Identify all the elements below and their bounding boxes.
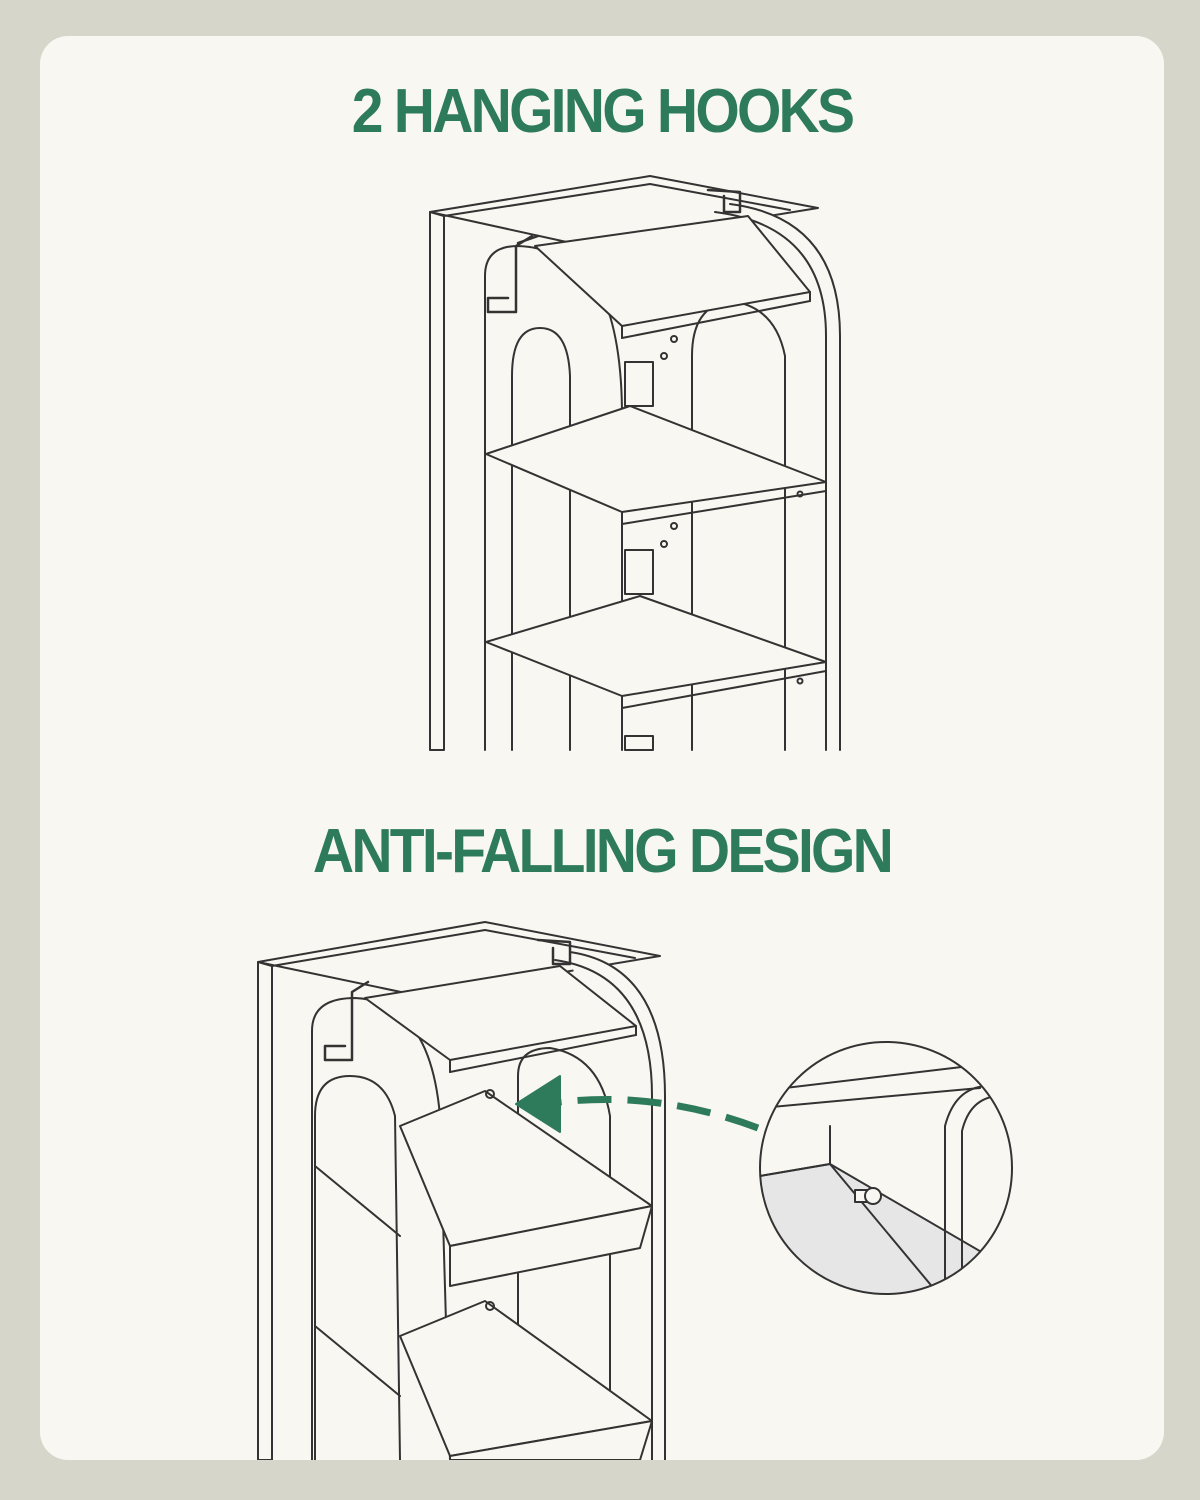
front-arch-opening <box>511 327 571 751</box>
anti-falling-illustration <box>257 921 1013 1460</box>
hanging-hook-back <box>536 938 572 966</box>
shelf-back-panel-inner <box>554 959 653 1460</box>
hanging-hook-back <box>706 188 742 214</box>
pointer-arrow-line <box>559 1096 760 1132</box>
magnified-detail-inset <box>760 1042 1012 1294</box>
shelf-top-board <box>429 175 819 247</box>
shelf-top-rail <box>271 929 636 967</box>
shelf-top-rail <box>443 183 791 217</box>
hanging-hook-front <box>486 234 534 314</box>
front-arch-opening <box>314 1075 401 1460</box>
hanging-hook-front <box>323 980 370 1062</box>
infographic-card: 2 HANGING HOOKS <box>40 36 1164 1460</box>
shelf-left-edge <box>429 211 445 751</box>
anti-falling-peg <box>485 1301 495 1311</box>
back-arch-opening <box>517 1047 611 1460</box>
side-rails <box>314 1165 401 1397</box>
anti-falling-design-title: ANTI-FALLING DESIGN <box>312 817 894 886</box>
shelf-with-hooks-illustration <box>429 175 841 751</box>
hanging-hooks-title: 2 HANGING HOOKS <box>351 77 855 146</box>
pointer-arrow-head <box>515 1075 561 1133</box>
anti-falling-peg <box>485 1089 495 1099</box>
